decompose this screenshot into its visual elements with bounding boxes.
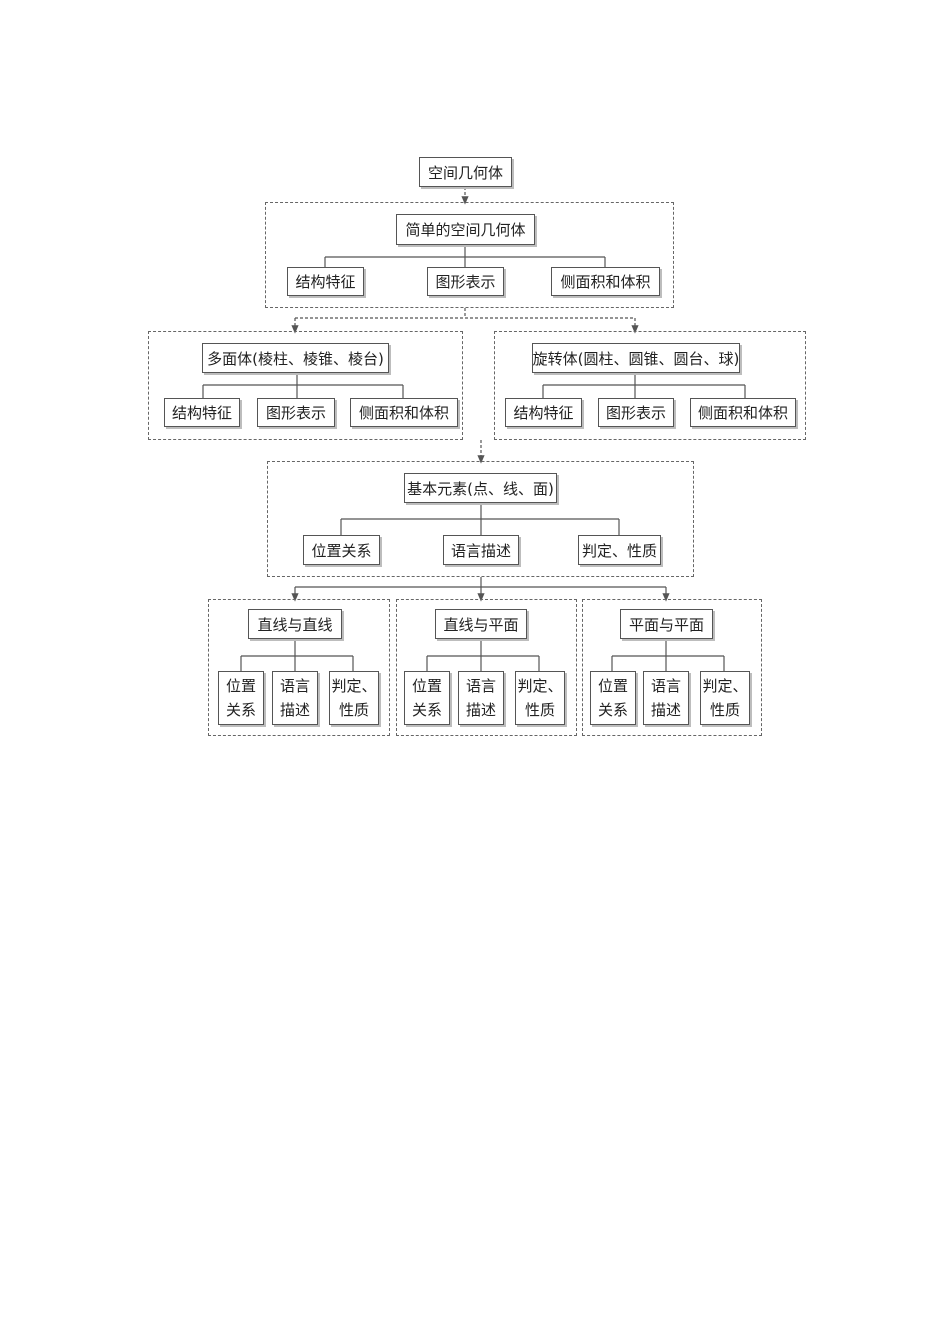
line-plane-language-l2: 描述 <box>465 701 496 719</box>
simple-structure-node: 结构特征 <box>287 267 364 296</box>
group-basic-elements <box>267 461 694 577</box>
root-node: 空间几何体 <box>419 157 512 187</box>
line-plane-criteria-l1: 判定、 <box>517 677 563 695</box>
plane-plane-position-node: 位置 关系 <box>590 671 636 725</box>
rotation-body-node: 旋转体(圆柱、圆锥、圆台、球) <box>532 343 740 373</box>
elements-criteria-node: 判定、性质 <box>578 535 661 565</box>
line-line-criteria-l2: 性质 <box>338 701 369 719</box>
line-plane-language-node: 语言 描述 <box>458 671 504 725</box>
line-line-position-l2: 关系 <box>225 701 256 719</box>
simple-area-volume-node: 侧面积和体积 <box>551 267 660 296</box>
line-line-language-node: 语言 描述 <box>272 671 318 725</box>
group-plane-plane <box>582 599 762 736</box>
rotation-graphic-node: 图形表示 <box>598 398 674 427</box>
basic-elements-node: 基本元素(点、线、面) <box>404 473 557 503</box>
plane-plane-language-node: 语言 描述 <box>643 671 689 725</box>
plane-plane-criteria-l2: 性质 <box>709 701 740 719</box>
line-plane-language-l1: 语言 <box>465 677 496 695</box>
polyhedron-area-volume-node: 侧面积和体积 <box>350 398 458 427</box>
line-line-position-node: 位置 关系 <box>218 671 264 725</box>
plane-plane-criteria-node: 判定、 性质 <box>700 671 750 725</box>
group-line-plane <box>396 599 577 736</box>
polyhedron-graphic-node: 图形表示 <box>257 398 335 427</box>
line-line-language-l1: 语言 <box>279 677 310 695</box>
line-plane-node: 直线与平面 <box>435 609 527 639</box>
plane-plane-language-l2: 描述 <box>650 701 681 719</box>
plane-plane-criteria-l1: 判定、 <box>702 677 748 695</box>
rotation-area-volume-node: 侧面积和体积 <box>690 398 796 427</box>
group-line-line <box>208 599 390 736</box>
plane-plane-node: 平面与平面 <box>620 609 713 639</box>
line-line-node: 直线与直线 <box>248 609 342 639</box>
line-plane-position-l2: 关系 <box>411 701 442 719</box>
line-plane-position-node: 位置 关系 <box>404 671 450 725</box>
line-line-criteria-node: 判定、 性质 <box>329 671 379 725</box>
line-line-position-l1: 位置 <box>225 677 256 695</box>
rotation-structure-node: 结构特征 <box>505 398 582 427</box>
simple-solids-node: 简单的空间几何体 <box>396 214 535 245</box>
polyhedron-node: 多面体(棱柱、棱锥、棱台) <box>202 343 389 373</box>
plane-plane-position-l2: 关系 <box>597 701 628 719</box>
group-rotation <box>494 331 806 440</box>
line-line-criteria-l1: 判定、 <box>331 677 377 695</box>
plane-plane-language-l1: 语言 <box>650 677 681 695</box>
plane-plane-position-l1: 位置 <box>597 677 628 695</box>
line-plane-position-l1: 位置 <box>411 677 442 695</box>
group-polyhedron <box>148 331 463 440</box>
group-simple-solids <box>265 202 674 308</box>
elements-language-node: 语言描述 <box>443 535 519 565</box>
simple-graphic-node: 图形表示 <box>427 267 504 296</box>
elements-position-node: 位置关系 <box>303 535 380 565</box>
line-plane-criteria-l2: 性质 <box>524 701 555 719</box>
line-line-language-l2: 描述 <box>279 701 310 719</box>
polyhedron-structure-node: 结构特征 <box>164 398 240 427</box>
line-plane-criteria-node: 判定、 性质 <box>515 671 565 725</box>
